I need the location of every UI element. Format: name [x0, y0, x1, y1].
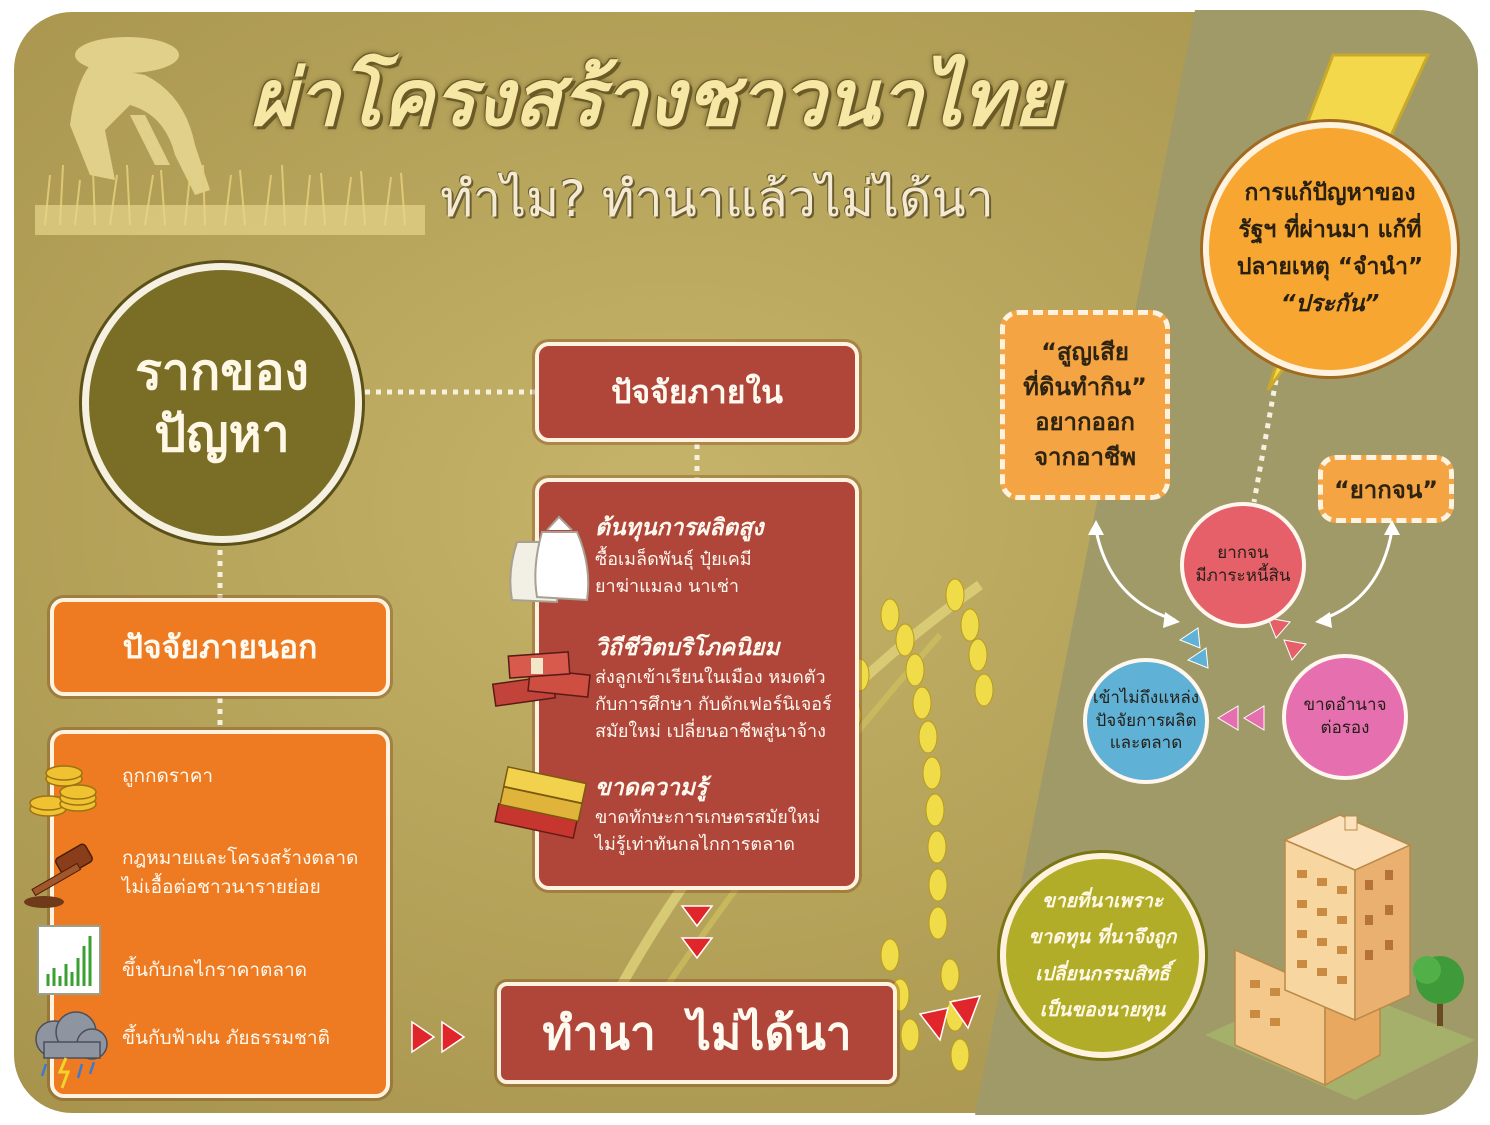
- cycle-blue-line3: และตลาด: [1109, 733, 1183, 754]
- no-access-circle: เข้าไม่ถึงแหล่ง ปัจจัยการผลิต และตลาด: [1083, 658, 1209, 784]
- internal-item-1-title: ต้นทุนการผลิตสูง: [595, 515, 764, 541]
- cycle-pink-line1: ขาดอำนาจ: [1303, 695, 1387, 716]
- external-item-2: กฎหมายและโครงสร้างตลาด ไม่เอื้อต่อชาวนาร…: [122, 844, 358, 903]
- external-factors-header: ปัจจัยภายนอก: [50, 598, 390, 696]
- diag-arrow-1: [918, 1007, 950, 1042]
- root-label-line2: ปัญหา: [154, 405, 290, 463]
- no-bargaining-circle: ขาดอำนาจ ต่อรอง: [1282, 654, 1408, 780]
- internal-item-1-line1: ซื้อเมล็ดพันธุ์ ปุ๋ยเคมี: [595, 549, 752, 570]
- internal-item-2-line2: กับการศึกษา กับดักเฟอร์นิเจอร์: [595, 694, 832, 715]
- sell-line3: เปลี่ยนกรรมสิทธิ์: [1035, 962, 1170, 985]
- right-arrow-1: [411, 1020, 436, 1054]
- external-item-3-line1: ขึ้นกับกลไกราคาตลาด: [122, 959, 307, 981]
- loss-line2: ที่ดินทำกิน”: [1023, 373, 1147, 402]
- sell-line2: ขาดทุน ที่นาจึงถูก: [1028, 926, 1177, 949]
- internal-item-2-title: วิถีชีวิตบริโภคนิยม: [595, 635, 780, 661]
- internal-item-3-line2: ไม่รู้เท่าทันกลไกการตลาด: [595, 834, 795, 855]
- root-of-problem-circle: รากของ ปัญหา: [82, 263, 362, 543]
- state-line4: “ประกัน”: [1280, 290, 1380, 317]
- external-item-4: ขึ้นกับฟ้าฝน ภัยธรรมชาติ: [122, 1024, 330, 1053]
- result-box: ทำนา ไม่ได้นา: [497, 982, 897, 1084]
- cycle-red-line1: ยากจน: [1217, 543, 1269, 564]
- storm-cloud-icon: [35, 1011, 108, 1089]
- money-stack-icon: [491, 651, 591, 707]
- state-solution-circle: การแก้ปัญหาของ รัฐฯ ที่ผ่านมา แก้ที่ ปลา…: [1203, 122, 1457, 376]
- land-loss-box: “สูญเสีย ที่ดินทำกิน” อยากออก จากอาชีพ: [1000, 310, 1170, 500]
- loss-line1: “สูญเสีย: [1041, 338, 1129, 367]
- external-item-3: ขึ้นกับกลไกราคาตลาด: [122, 956, 307, 985]
- main-title: ผ่าโครงสร้างชาวนาไทย: [250, 54, 1059, 144]
- subtitle: ทำไม? ทำนาแล้วไม่ได้นา: [440, 170, 994, 228]
- seed-sack-icon: [509, 515, 590, 604]
- internal-item-2-text: ส่งลูกเข้าเรียนในเมือง หมดตัว กับการศึกษ…: [595, 664, 832, 745]
- internal-item-3-text: ขาดทักษะการเกษตรสมัยใหม่ ไม่รู้เท่าทันกล…: [595, 804, 820, 858]
- diag-arrow-2: [948, 994, 982, 1030]
- cycle-pink-line2: ต่อรอง: [1320, 718, 1370, 738]
- loss-line4: จากอาชีพ: [1033, 442, 1137, 471]
- internal-item-3-line1: ขาดทักษะการเกษตรสมัยใหม่: [595, 807, 821, 828]
- gold-coins-icon: [29, 765, 97, 817]
- internal-item-1-line2: ยาฆ่าแมลง นาเช่า: [595, 576, 740, 597]
- external-item-1-line1: ถูกกดราคา: [122, 765, 214, 787]
- price-chart-icon: [37, 925, 101, 995]
- right-arrow-2: [441, 1020, 466, 1054]
- state-line2: รัฐฯ ที่ผ่านมา แก้ที่: [1238, 217, 1422, 244]
- gavel-icon: [24, 843, 94, 908]
- internal-item-1-text: ซื้อเมล็ดพันธุ์ ปุ๋ยเคมี ยาฆ่าแมลง นาเช่…: [595, 546, 752, 600]
- external-item-1: ถูกกดราคา: [122, 762, 213, 791]
- cycle-blue-line2: ปัจจัยการผลิต: [1095, 710, 1197, 731]
- state-line1: การแก้ปัญหาของ: [1244, 180, 1416, 207]
- sell-land-circle: ขายที่นาเพราะ ขาดทุน ที่นาจึงถูก เปลี่ยน…: [1000, 853, 1205, 1058]
- books-icon: [494, 766, 588, 840]
- farmer-silhouette-icon: [35, 37, 425, 235]
- external-item-4-line1: ขึ้นกับฟ้าฝน ภัยธรรมชาติ: [122, 1027, 330, 1049]
- tree-icon: [1413, 956, 1464, 1026]
- internal-factors-panel: ต้นทุนการผลิตสูง ซื้อเมล็ดพันธุ์ ปุ๋ยเคม…: [491, 478, 859, 890]
- building-icon: [1205, 814, 1475, 1100]
- sell-line1: ขายที่นาเพราะ: [1041, 890, 1164, 913]
- root-label-line1: รากของ: [135, 342, 309, 401]
- internal-factors-header: ปัจจัยภายใน: [535, 342, 859, 442]
- cycle-red-line2: มีภาระหนี้สิน: [1195, 566, 1291, 586]
- poverty-box: “ยากจน”: [1318, 455, 1454, 523]
- loss-line3: อยากออก: [1035, 408, 1135, 436]
- down-arrow-1: [680, 905, 714, 928]
- cycle-blue-line1: เข้าไม่ถึงแหล่ง: [1092, 687, 1200, 708]
- poverty-debt-circle: ยากจน มีภาระหนี้สิน: [1180, 502, 1306, 628]
- external-factors-panel: ถูกกดราคา กฎหมายและโครงสร้างตลาด ไม่เอื้…: [24, 730, 390, 1098]
- down-arrow-2: [680, 937, 714, 960]
- external-item-2-line1: กฎหมายและโครงสร้างตลาด: [122, 847, 359, 869]
- internal-item-3-title: ขาดความรู้: [595, 775, 708, 801]
- external-item-2-line2: ไม่เอื้อต่อชาวนารายย่อย: [122, 876, 321, 899]
- internal-item-2-line1: ส่งลูกเข้าเรียนในเมือง หมดตัว: [595, 667, 826, 688]
- state-line3: ปลายเหตุ “จำนำ”: [1236, 254, 1424, 280]
- sell-line4: เป็นของนายทุน: [1039, 998, 1166, 1021]
- internal-item-2-line3: สมัยใหม่ เปลี่ยนอาชีพสู่นาจ้าง: [595, 721, 826, 742]
